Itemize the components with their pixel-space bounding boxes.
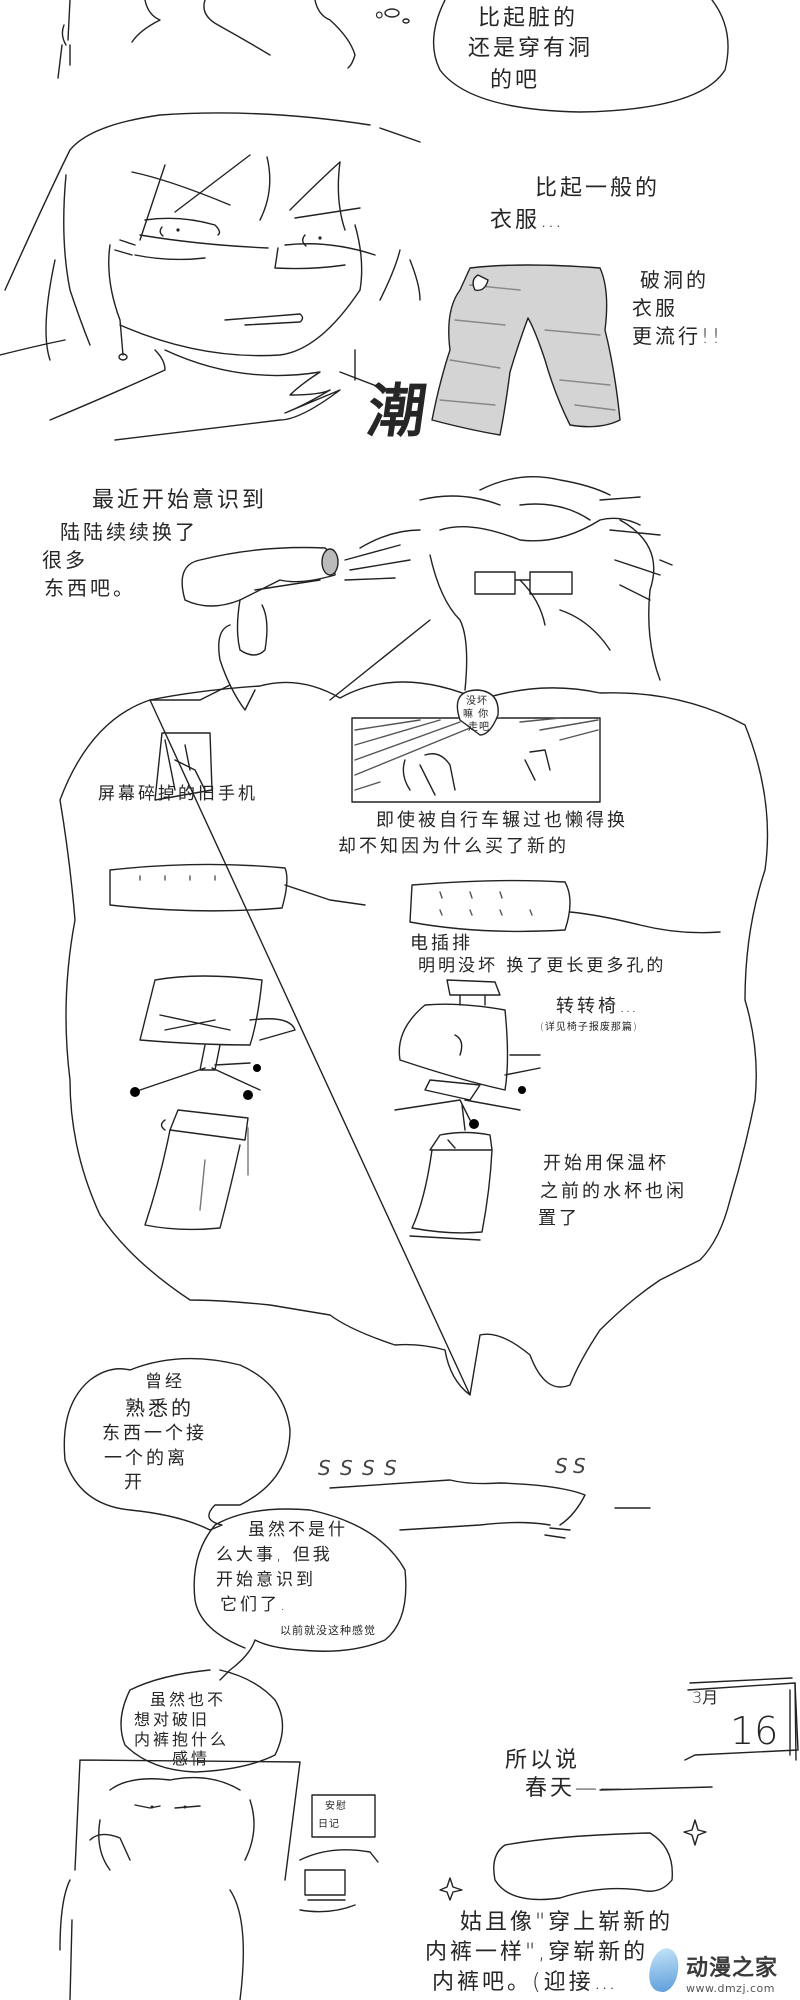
familiar-line: 东西一个接 xyxy=(102,1423,207,1444)
bike-bubble-line: 走吧 xyxy=(468,722,490,733)
realize-line: 虽然不是什 xyxy=(248,1520,348,1540)
old-swivel-chair-drawing xyxy=(130,975,296,1100)
bike-bubble-line: 嘛 你 xyxy=(463,709,490,720)
thermos-cup-drawing xyxy=(409,1131,493,1241)
calendar-day: 16 xyxy=(730,1709,779,1753)
bubble-line: 还是穿有洞 xyxy=(468,36,594,61)
cup-line: 置了 xyxy=(538,1208,580,1229)
realize-line: 开始意识到 xyxy=(216,1570,316,1590)
bubble-line: 的吧 xyxy=(490,68,541,93)
trailing-mark: 。 xyxy=(375,0,401,23)
watermark-brand: 动漫之家 xyxy=(686,1956,779,1981)
cup-line: 之前的水杯也闲 xyxy=(540,1181,687,1202)
broken-phone-drawing xyxy=(154,732,213,801)
fashion-line: 更流行!! xyxy=(632,324,724,348)
familiar-line: 熟悉的 xyxy=(125,1396,194,1420)
bike-bubble-line: 没坏 xyxy=(466,696,488,707)
thought-cloud-outline xyxy=(59,681,769,1396)
panel1-speech-bubble xyxy=(432,0,729,113)
cloud-tail-wisp xyxy=(329,1479,651,1539)
power-strip-line: 明明没坏 换了更长更多孔的 xyxy=(418,956,667,976)
hair-dryer-scene xyxy=(149,476,673,711)
compare-line: 衣服… xyxy=(490,208,566,233)
narration-line: 很多 xyxy=(42,548,88,572)
sparkle-icons xyxy=(439,1819,707,1901)
girl-reading-scene xyxy=(59,1759,379,2000)
ripped-jeans-drawing xyxy=(431,264,621,436)
ending-line: 内裤一样",穿崭新的 xyxy=(425,1940,649,1965)
new-swivel-chair-drawing xyxy=(394,979,541,1131)
narration-line: 东西吧。 xyxy=(44,576,136,600)
new-underwear-drawing xyxy=(493,1832,674,1901)
phone-caption: 屏幕碎掉的旧手机 xyxy=(98,784,258,804)
power-strip-old-drawing xyxy=(109,863,366,912)
underwear-line: 内裤抱什么 xyxy=(134,1730,230,1749)
ending-line: 所以说 xyxy=(505,1748,581,1773)
bike-caption-line: 却不知因为什么买了新的 xyxy=(338,836,569,857)
bike-caption-line: 即使被自行车辗过也懒得换 xyxy=(376,810,628,831)
fashion-line: 破洞的 xyxy=(640,268,709,292)
underwear-line: 感情 xyxy=(172,1749,211,1768)
bike-flashback-panel xyxy=(351,689,601,803)
narration-line: 陆陆续续换了 xyxy=(60,520,198,544)
power-strip-line: 电插排 xyxy=(410,933,473,954)
bubble-realize-outline xyxy=(193,1508,407,1681)
calendar-month: 3月 xyxy=(692,1688,719,1707)
box-label: 安慰 xyxy=(325,1801,347,1812)
chair-line: 转转椅… xyxy=(556,996,640,1017)
ending-line: 姑且像"穿上崭新的 xyxy=(460,1910,674,1935)
realize-note: 以前就没这种感觉 xyxy=(280,1624,376,1637)
ending-line: 春天—— xyxy=(525,1776,626,1801)
bubble-underwear-outline xyxy=(120,1669,284,1773)
chair-note: (详见椅子报废那篇) xyxy=(540,1022,638,1033)
box-label: 日记 xyxy=(318,1819,340,1830)
spring-dash xyxy=(599,1786,713,1791)
narration-line: 最近开始意识到 xyxy=(92,488,268,513)
ending-line: 内裤吧。(迎接… xyxy=(432,1970,619,1995)
underwear-line: 想对破旧 xyxy=(134,1710,211,1729)
old-water-cup-drawing xyxy=(144,1109,249,1231)
underwear-line: 虽然也不 xyxy=(150,1690,227,1709)
sfx-chao: 潮 xyxy=(363,377,431,445)
bubble-familiar-outline xyxy=(63,1357,291,1531)
watermark-url: www.dmzj.com xyxy=(686,1982,775,1995)
familiar-line: 一个的离 xyxy=(104,1448,188,1469)
compare-line: 比起一般的 xyxy=(535,176,661,201)
cup-line: 开始用保温杯 xyxy=(543,1153,669,1174)
bubble-line: 比起脏的 xyxy=(478,6,579,31)
familiar-line: 曾经 xyxy=(145,1372,185,1392)
power-strip-new-drawing xyxy=(409,879,721,934)
realize-line: 么大事, 但我 xyxy=(216,1545,333,1565)
fashion-line: 衣服 xyxy=(632,296,678,320)
panel1-figure xyxy=(57,0,410,79)
calendar-drawing xyxy=(684,1677,799,1761)
sfx-squiggles: SSSS xyxy=(318,1456,407,1480)
sfx-squiggles-right: SS xyxy=(555,1454,592,1478)
realize-line: 它们了. xyxy=(220,1595,289,1615)
familiar-line: 开 xyxy=(124,1472,145,1493)
watermark: 动漫之家 www.dmzj.com xyxy=(686,1950,778,1995)
panel2-smirking-face xyxy=(0,112,421,441)
